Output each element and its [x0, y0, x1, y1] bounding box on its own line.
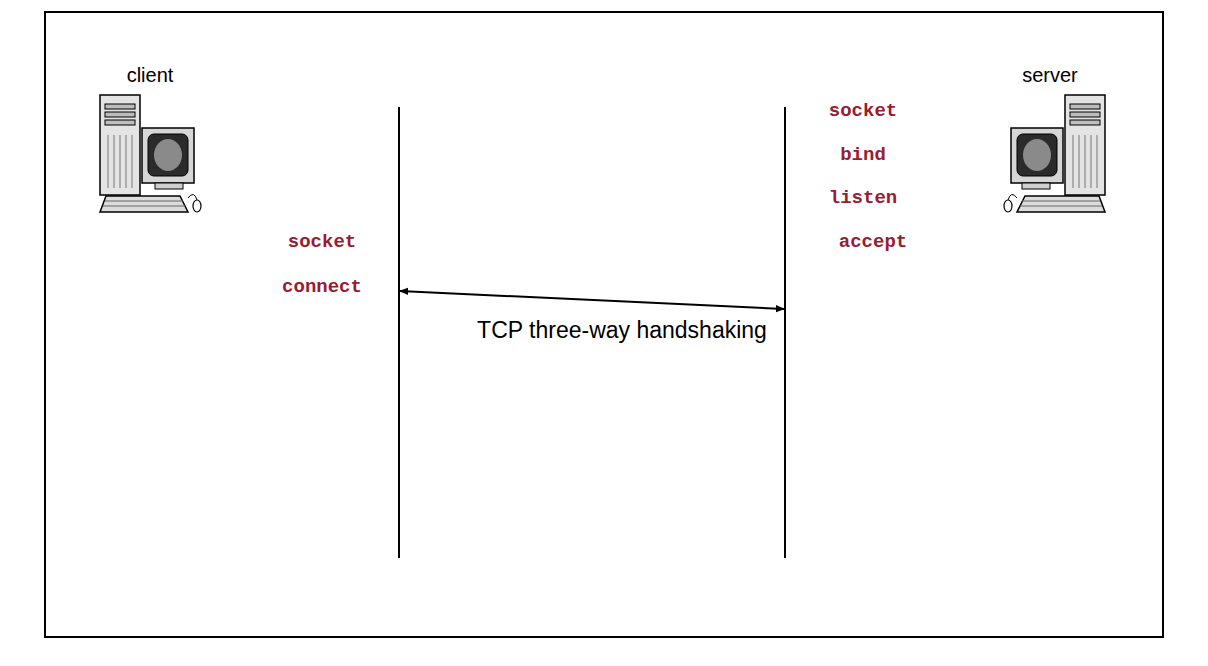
- server-computer-icon: [1004, 95, 1105, 212]
- socket-call: socket: [829, 101, 897, 122]
- socket-call: accept: [839, 232, 907, 253]
- socket-call: connect: [282, 277, 362, 298]
- client-timeline: [398, 107, 400, 558]
- host-label: server: [1022, 64, 1078, 86]
- server-timeline: [784, 107, 786, 558]
- frame-border: [45, 12, 1163, 637]
- socket-call: bind: [840, 145, 886, 166]
- socket-call: listen: [829, 188, 897, 209]
- host-label: client: [127, 64, 174, 86]
- handshake-arrow: [400, 291, 784, 309]
- arrow-label: TCP three-way handshaking: [474, 318, 770, 343]
- client-computer-icon: [100, 95, 201, 212]
- socket-call: socket: [288, 232, 356, 253]
